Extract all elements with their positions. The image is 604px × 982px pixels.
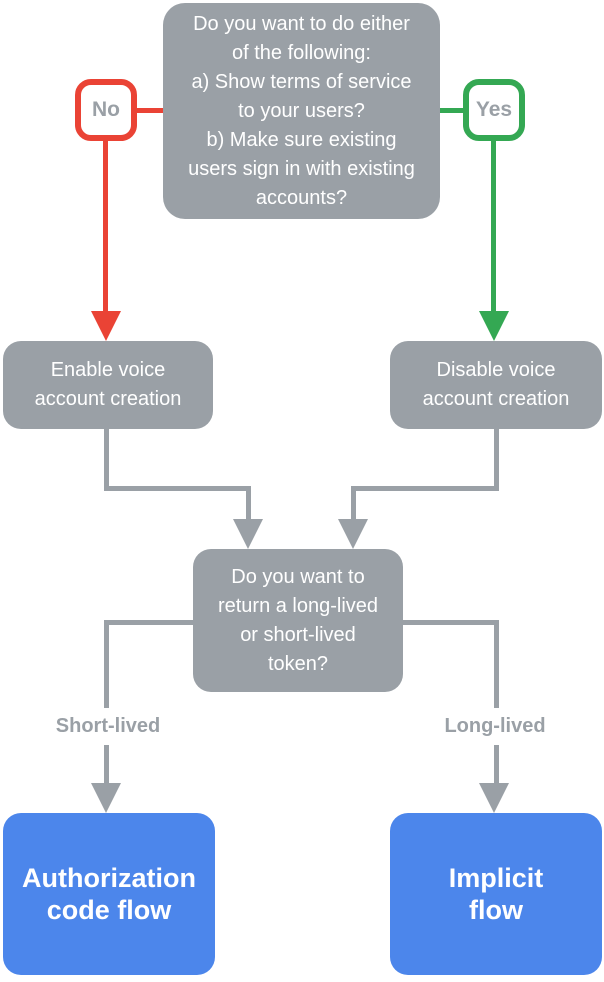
short-lived-edge-label: Short-lived (21, 708, 195, 745)
yes-edge-horizontal (438, 108, 463, 113)
no-arrowhead-icon (91, 311, 121, 341)
disable-to-question2-arrowhead-icon (338, 519, 368, 549)
yes-badge: Yes (463, 79, 525, 141)
long-lived-edge-label: Long-lived (410, 708, 580, 745)
no-badge: No (75, 79, 137, 141)
short-lived-edge-across (107, 620, 193, 625)
no-edge-vertical (103, 138, 108, 313)
yes-arrowhead-icon (479, 311, 509, 341)
disable-to-question2-edge-across (351, 486, 499, 491)
question-node-token-lifetime: Do you want to return a long-lived or sh… (193, 549, 403, 692)
authorization-code-flow-node: Authorization code flow (3, 813, 215, 975)
enable-to-question2-arrowhead-icon (233, 519, 263, 549)
question-node-account-options: Do you want to do either of the followin… (163, 3, 440, 219)
enable-to-question2-edge-drop (246, 486, 251, 521)
implicit-flow-node: Implicit flow (390, 813, 602, 975)
long-lived-edge-down (494, 620, 499, 784)
enable-to-question2-edge-across (104, 486, 251, 491)
yes-edge-vertical (491, 138, 496, 313)
enable-to-question2-edge-down (104, 429, 109, 491)
enable-voice-account-creation-node: Enable voice account creation (3, 341, 213, 429)
short-lived-arrowhead-icon (91, 783, 121, 813)
disable-to-question2-edge-down (494, 429, 499, 491)
long-lived-arrowhead-icon (479, 783, 509, 813)
short-lived-edge-down (104, 620, 109, 784)
long-lived-edge-across (403, 620, 499, 625)
disable-to-question2-edge-drop (351, 486, 356, 521)
disable-voice-account-creation-node: Disable voice account creation (390, 341, 602, 429)
no-edge-horizontal (137, 108, 165, 113)
